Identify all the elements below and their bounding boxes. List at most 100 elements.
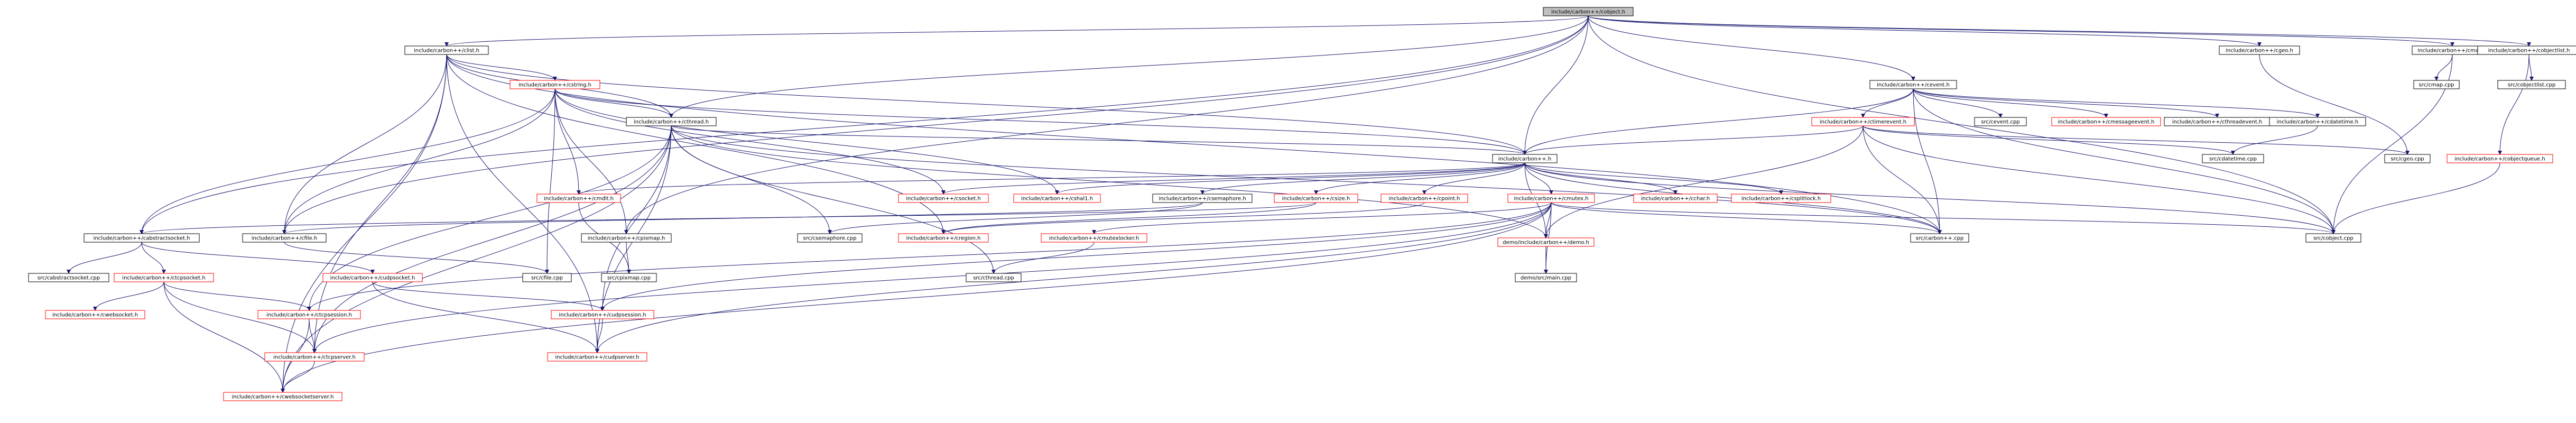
graph-node-cudpsocket-h[interactable]: include/carbon++/cudpsocket.h (322, 273, 423, 282)
node-box (601, 273, 657, 282)
node-label: src/cfile.cpp (531, 275, 563, 281)
graph-node-cthread-h[interactable]: include/carbon++/cthread.h (626, 117, 717, 126)
graph-node-cstring-h[interactable]: include/carbon++/cstring.h (509, 80, 600, 89)
graph-node-cdatetime-cpp[interactable]: src/cdatetime.cpp (2202, 154, 2264, 163)
edge-cmap-h-to-cmap-cpp (2434, 54, 2453, 81)
graph-node-cobjectlist-h[interactable]: include/carbon++/cobjectlist.h (2477, 45, 2576, 55)
graph-node-demo-h[interactable]: demo/include/carbon++/demo.h (1497, 237, 1595, 247)
graph-node-csemaphore-h[interactable]: include/carbon++/csemaphore.h (1152, 194, 1253, 203)
graph-node-cmap-cpp[interactable]: src/cmap.cpp (2413, 80, 2460, 89)
edge-cevent-h-to-cdatetime-h (1913, 88, 2320, 118)
graph-node-cchar-h[interactable]: include/carbon++/cchar.h (1633, 194, 1718, 203)
graph-node-cmdlt-h[interactable]: include/carbon++/cmdlt.h (536, 194, 621, 203)
edge-cudpsocket-h-to-cudpserver-h (372, 281, 599, 353)
edge-cthread-h-to-ctcpserver-h (312, 125, 672, 353)
edge-ctcpsocket-h-to-cwebsocket-h (93, 281, 164, 311)
graph-node-ctcpserver-h[interactable]: include/carbon++/ctcpserver.h (264, 352, 365, 362)
graph-node-root[interactable]: include/carbon++/cobject.h (1543, 7, 1634, 16)
edge-carbon-h-to-cobject-cpp (1524, 162, 2336, 234)
graph-node-ccgeo-cpp[interactable]: src/cgeo.cpp (2384, 154, 2431, 163)
graph-node-ctimerevent-h[interactable]: include/carbon++/ctimerevent.h (1811, 117, 1915, 126)
edge-csize-h-to-cregion-h (941, 202, 1317, 234)
graph-node-cpixmap-cpp[interactable]: src/cpixmap.cpp (601, 273, 657, 282)
node-label: include/carbon++/ctcpsocket.h (122, 275, 205, 281)
edge-cobjectlist-h-to-cobjectlist-cpp (2528, 54, 2534, 81)
node-label: demo/include/carbon++/demo.h (1503, 240, 1589, 246)
graph-node-cfile-h[interactable]: include/carbon++/cfile.h (242, 233, 327, 243)
graph-node-csemaphore-cpp[interactable]: src/csemaphore.cpp (797, 233, 863, 243)
graph-node-cwebsocket-h[interactable]: include/carbon++/cwebsocket.h (45, 310, 145, 319)
node-box (2447, 154, 2553, 163)
node-label: include/carbon++/cdatetime.h (2277, 119, 2358, 125)
node-label: include/carbon++/cmessageevent.h (2058, 119, 2155, 125)
graph-node-csize-h[interactable]: include/carbon++/csize.h (1274, 194, 1358, 203)
edge-cstring-h-to-cfile-h (282, 88, 555, 234)
graph-node-cmessageevent-h[interactable]: include/carbon++/cmessageevent.h (2051, 117, 2161, 126)
graph-node-cdatetime-h[interactable]: include/carbon++/cdatetime.h (2269, 117, 2366, 126)
edge-cfile-h-to-cfile-cpp (284, 242, 549, 274)
edge-cpixmap-h-to-cpixmap-cpp (626, 242, 631, 274)
node-box (1497, 237, 1595, 247)
node-box (2384, 154, 2431, 163)
graph-node-cevent-cpp[interactable]: src/cevent.cpp (1974, 117, 2027, 126)
edge-csize-h-to-cabstractsocket-h (140, 202, 1317, 234)
edge-root-to-carbon-h (1523, 15, 1589, 155)
graph-node-cabstractsocket-cpp[interactable]: src/cabstractsocket.cpp (28, 273, 109, 282)
graph-node-clist-h[interactable]: include/carbon++/clist.h (404, 45, 489, 55)
graph-node-carbon-cpp[interactable]: src/carbon++.cpp (1910, 233, 1969, 243)
graph-node-cevent-h[interactable]: include/carbon++/cevent.h (1869, 80, 1957, 89)
graph-node-cfile-cpp[interactable]: src/cfile.cpp (522, 273, 572, 282)
edge-root-to-cabstractsocket-h (140, 15, 1589, 234)
edge-cudpsocket-h-to-cudpsession-h (372, 281, 605, 311)
graph-node-ctcpsocket-h[interactable]: include/carbon++/ctcpsocket.h (114, 273, 214, 282)
edge-root-to-cobject-cpp (1588, 15, 2336, 234)
edge-clist-h-to-cfile-h (282, 54, 447, 234)
edge-cthread-h-to-cwebsocketserver-h (281, 125, 672, 393)
edge-cstring-h-to-cpixmap-h (554, 88, 628, 234)
graph-node-cpoint-h[interactable]: include/carbon++/cpoint.h (1380, 194, 1468, 203)
node-label: include/carbon++/cmutex.h (1514, 196, 1588, 202)
node-layer: include/carbon++/cobject.h include/carbon… (28, 7, 2576, 401)
graph-node-demo-main-cpp[interactable]: demo/src/main.cpp (1515, 273, 1577, 282)
graph-node-carbon-h[interactable]: include/carbon++.h (1492, 154, 1558, 163)
graph-node-cudpsession-h[interactable]: include/carbon++/cudpsession.h (551, 310, 654, 319)
graph-node-csocket-h[interactable]: include/carbon++/csocket.h (898, 194, 989, 203)
graph-node-cabstractsocket-h[interactable]: include/carbon++/cabstractsocket.h (84, 233, 200, 243)
graph-node-cobjectqueue-h[interactable]: include/carbon++/cobjectqueue.h (2447, 154, 2553, 163)
node-box (322, 273, 423, 282)
edge-clist-h-to-carbon-h (446, 54, 1527, 155)
edge-csemaphore-h-to-csemaphore-cpp (828, 202, 1203, 234)
graph-node-cpixmap-h[interactable]: include/carbon++/cpixmap.h (581, 233, 672, 243)
graph-node-cthread-cpp[interactable]: src/cthread.cpp (966, 273, 1022, 282)
graph-node-cthreadevent-h[interactable]: include/carbon++/cthreadevent.h (2164, 117, 2271, 126)
edge-ctimerevent-h-to-cobject-cpp (1862, 125, 2336, 234)
edge-cevent-h-to-carbon-h (1523, 88, 1914, 155)
edge-cabstractsocket-h-to-ctcpsocket-h (141, 242, 166, 274)
graph-node-cwebsocketserver-h[interactable]: include/carbon++/cwebsocketserver.h (223, 392, 342, 401)
graph-node-cregion-h[interactable]: include/carbon++/cregion.h (898, 233, 989, 243)
edge-root-to-cfile-h (282, 15, 1589, 234)
graph-node-cmutexlocker-h[interactable]: include/carbon++/cmutexlocker.h (1041, 233, 1147, 243)
graph-node-cudpserver-h[interactable]: include/carbon++/cudpserver.h (547, 352, 647, 362)
node-label: include/carbon++/csize.h (1282, 196, 1350, 202)
node-box (509, 80, 600, 89)
graph-node-cmutex-h[interactable]: include/carbon++/cmutex.h (1507, 194, 1595, 203)
edge-cevent-h-to-cthreadevent-h (1913, 88, 2219, 118)
graph-node-cobject-cpp[interactable]: src/cobject.cpp (2305, 233, 2361, 243)
graph-node-ccgeo-h[interactable]: include/carbon++/cgeo.h (2219, 45, 2300, 55)
graph-node-ctcpsession-h[interactable]: include/carbon++/ctcpsession.h (257, 310, 361, 319)
node-box (522, 273, 572, 282)
node-box (1152, 194, 1253, 203)
edge-ctcpsocket-h-to-cwebsocketserver-h (163, 281, 285, 393)
graph-node-cshal-h[interactable]: include/carbon++/cshal1.h (1013, 194, 1101, 203)
graph-node-csplitlock-h[interactable]: include/carbon++/csplitlock.h (1731, 194, 1831, 203)
node-box (1811, 117, 1915, 126)
node-label: include/carbon++/cobject.h (1551, 10, 1625, 15)
edge-root-to-clist-h (444, 15, 1589, 47)
edge-cthread-h-to-carbon-cpp (671, 125, 1942, 234)
edge-cstring-h-to-cfile-cpp (545, 88, 555, 274)
node-label: include/carbon++/cobjectqueue.h (2454, 157, 2545, 162)
graph-node-cobjectlist-cpp[interactable]: src/cobjectlist.cpp (2497, 80, 2566, 89)
edge-cudpsession-h-to-cudpserver-h (595, 318, 603, 353)
